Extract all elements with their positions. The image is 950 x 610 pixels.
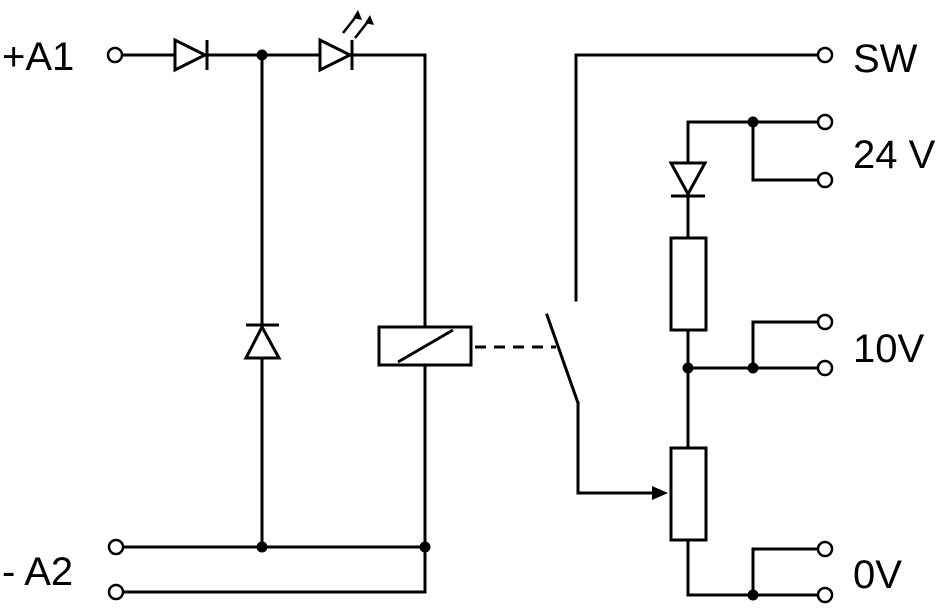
junction-dot (419, 541, 431, 553)
terminal-10v-b (816, 359, 834, 377)
junction-dot (682, 362, 694, 374)
terminal-a1 (106, 46, 124, 64)
terminal-sw (816, 46, 834, 64)
led-icon (318, 10, 374, 73)
junction-dot (747, 116, 759, 128)
relay-coil-icon (377, 325, 473, 367)
terminal-10v-a (816, 313, 834, 331)
label-sw: SW (853, 37, 918, 81)
coil-circuit (106, 10, 556, 601)
terminal-24v-a (816, 113, 834, 131)
label-a1: +A1 (2, 35, 74, 79)
junction-dot (747, 589, 759, 601)
label-a2: - A2 (2, 550, 73, 594)
label-10v: 10V (853, 327, 924, 371)
freewheel-diode-icon (243, 323, 282, 360)
output-diode-icon (668, 161, 708, 198)
terminal-24v-b (816, 171, 834, 189)
label-0v: 0V (853, 553, 902, 597)
terminal-a2-second (107, 583, 125, 601)
label-24v: 24 V (853, 133, 936, 177)
junction-dot (747, 362, 759, 374)
terminal-a2 (107, 538, 125, 556)
series-diode-icon (173, 37, 209, 73)
terminal-0v-b (816, 586, 834, 604)
output-circuit (545, 46, 834, 604)
junction-dot (256, 541, 268, 553)
junction-dot (256, 49, 268, 61)
resistor-icon (669, 236, 708, 332)
wiper-arrow-icon (652, 486, 668, 500)
terminal-0v-a (816, 540, 834, 558)
switch-contact-icon (545, 313, 580, 405)
potentiometer-icon (669, 446, 708, 542)
